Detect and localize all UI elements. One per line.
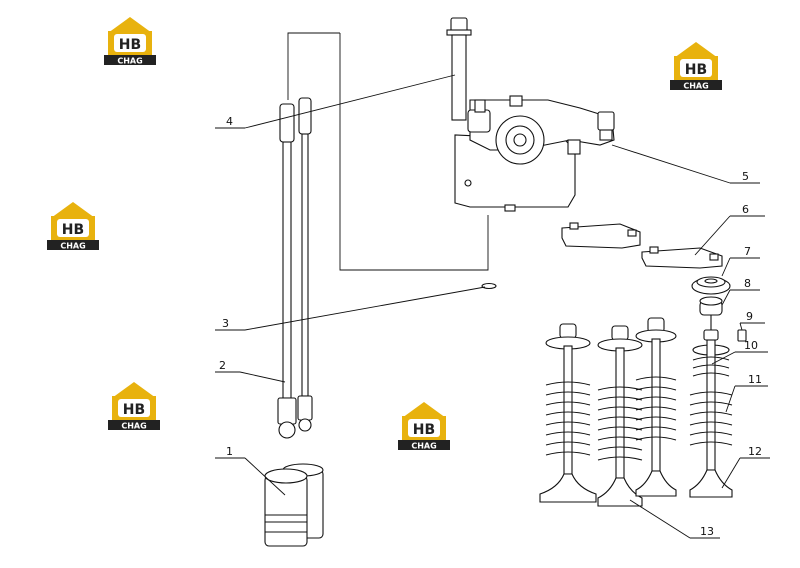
part-pin	[481, 282, 497, 290]
brand-logo: HB CHAG	[104, 17, 156, 66]
svg-text:CHAG: CHAG	[117, 57, 142, 66]
callout-13: 13	[700, 525, 714, 538]
callout-1: 1	[226, 445, 233, 458]
svg-text:HB: HB	[62, 222, 84, 238]
callout-4: 4	[226, 115, 233, 128]
part-spring-seat	[691, 276, 731, 295]
brand-logo: HB CHAG	[398, 402, 450, 451]
part-tappet	[264, 463, 324, 547]
part-push-rod	[277, 97, 313, 439]
leader-lines	[215, 74, 770, 539]
callout-12: 12	[748, 445, 762, 458]
brand-logo: HB CHAG	[108, 382, 160, 431]
svg-text:CHAG: CHAG	[60, 242, 85, 251]
svg-text:CHAG: CHAG	[411, 442, 436, 451]
svg-text:HB: HB	[119, 37, 141, 53]
part-rocker-assembly	[454, 95, 615, 212]
part-bolt	[446, 17, 472, 121]
callout-labels: 1 2 3 4 5 6 7 8 9 10 11 12 13	[219, 115, 762, 538]
brand-logo: HB CHAG	[47, 202, 99, 251]
brand-logo: HB CHAG	[670, 42, 722, 91]
assembly-bracket	[287, 32, 489, 271]
svg-text:HB: HB	[413, 422, 435, 438]
callout-3: 3	[222, 317, 229, 330]
callout-10: 10	[744, 339, 758, 352]
svg-text:HB: HB	[123, 402, 145, 418]
svg-text:CHAG: CHAG	[121, 422, 146, 431]
callout-8: 8	[744, 277, 751, 290]
callout-7: 7	[744, 245, 751, 258]
callout-5: 5	[742, 170, 749, 183]
callout-9: 9	[746, 310, 753, 323]
svg-text:HB: HB	[685, 62, 707, 78]
callout-6: 6	[742, 203, 749, 216]
part-stem-seal	[699, 296, 723, 330]
svg-text:CHAG: CHAG	[683, 82, 708, 91]
part-valve-assembly	[539, 317, 733, 507]
callout-11: 11	[748, 373, 762, 386]
part-bridge	[561, 222, 723, 269]
callout-2: 2	[219, 359, 226, 372]
